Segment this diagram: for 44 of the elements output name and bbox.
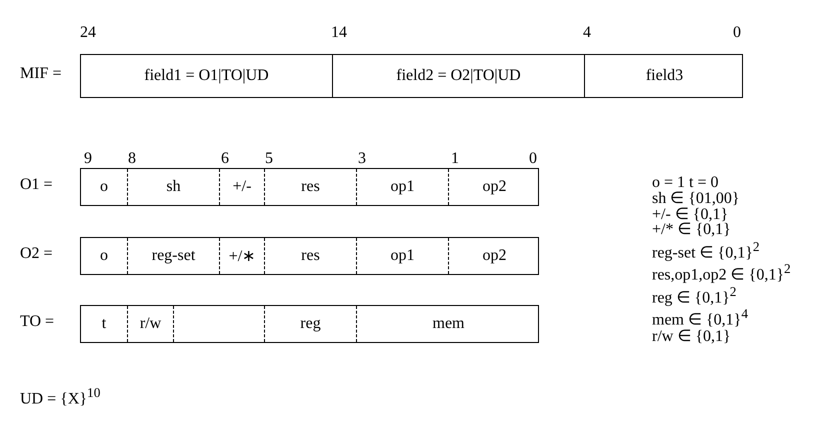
register-label: O1 = (20, 175, 53, 195)
constraint-note: r/w ∈ {0,1} (652, 328, 731, 346)
bit-field: op2 (448, 238, 540, 274)
bit-field: field3 (584, 55, 744, 97)
bit-field: res (264, 169, 356, 205)
constraint-note: reg-set ∈ {0,1}$^{2}$ (652, 238, 760, 262)
bit-number: 24 (80, 24, 96, 42)
bit-field: field2 = O2|TO|UD (332, 55, 584, 97)
bit-field: mem (356, 306, 540, 342)
register-label: TO = (20, 312, 54, 332)
bit-number: 1 (451, 150, 459, 168)
constraint-note: res,op1,op2 ∈ {0,1}$^{2}$ (652, 261, 791, 284)
bit-field: +/∗ (219, 238, 264, 274)
register-label: MIF = (20, 64, 62, 84)
bit-number: 3 (358, 150, 366, 168)
constraint-note: mem ∈ {0,1}$^{4}$ (652, 306, 748, 330)
bit-number: 6 (221, 150, 229, 168)
bit-number: 0 (529, 150, 537, 168)
bit-number: 5 (265, 150, 273, 168)
constraint-note: sh ∈ {01,00} (652, 190, 740, 208)
constraint-note: reg ∈ {0,1}$^{2}$ (652, 283, 736, 308)
constraint-note: +/- ∈ {0,1} (652, 206, 728, 223)
bit-field: field1 = O1|TO|UD (81, 55, 332, 97)
bit-field: reg (264, 306, 356, 342)
bit-number: 8 (128, 150, 136, 168)
bit-field: res (264, 238, 356, 274)
bit-field: t (81, 306, 127, 342)
bit-field: r/w (127, 306, 173, 342)
bit-number: 9 (84, 150, 92, 168)
register-label: O2 = (20, 244, 53, 264)
bit-number: 4 (583, 24, 591, 42)
bit-field: o (81, 238, 127, 274)
bit-field: op1 (356, 169, 448, 205)
definition-text: UD = {X}$^{10}$ (20, 384, 100, 408)
bit-field: sh (127, 169, 219, 205)
bit-field: op2 (448, 169, 540, 205)
bit-number: 0 (733, 24, 741, 42)
bit-number: 14 (331, 24, 347, 42)
bit-field: reg-set (127, 238, 219, 274)
constraint-note: o = 1 t = 0 (652, 174, 718, 192)
constraint-note: +/* ∈ {0,1} (652, 221, 731, 239)
bit-field: +/- (219, 169, 264, 205)
bit-field: op1 (356, 238, 448, 274)
bit-field: o (81, 169, 127, 205)
